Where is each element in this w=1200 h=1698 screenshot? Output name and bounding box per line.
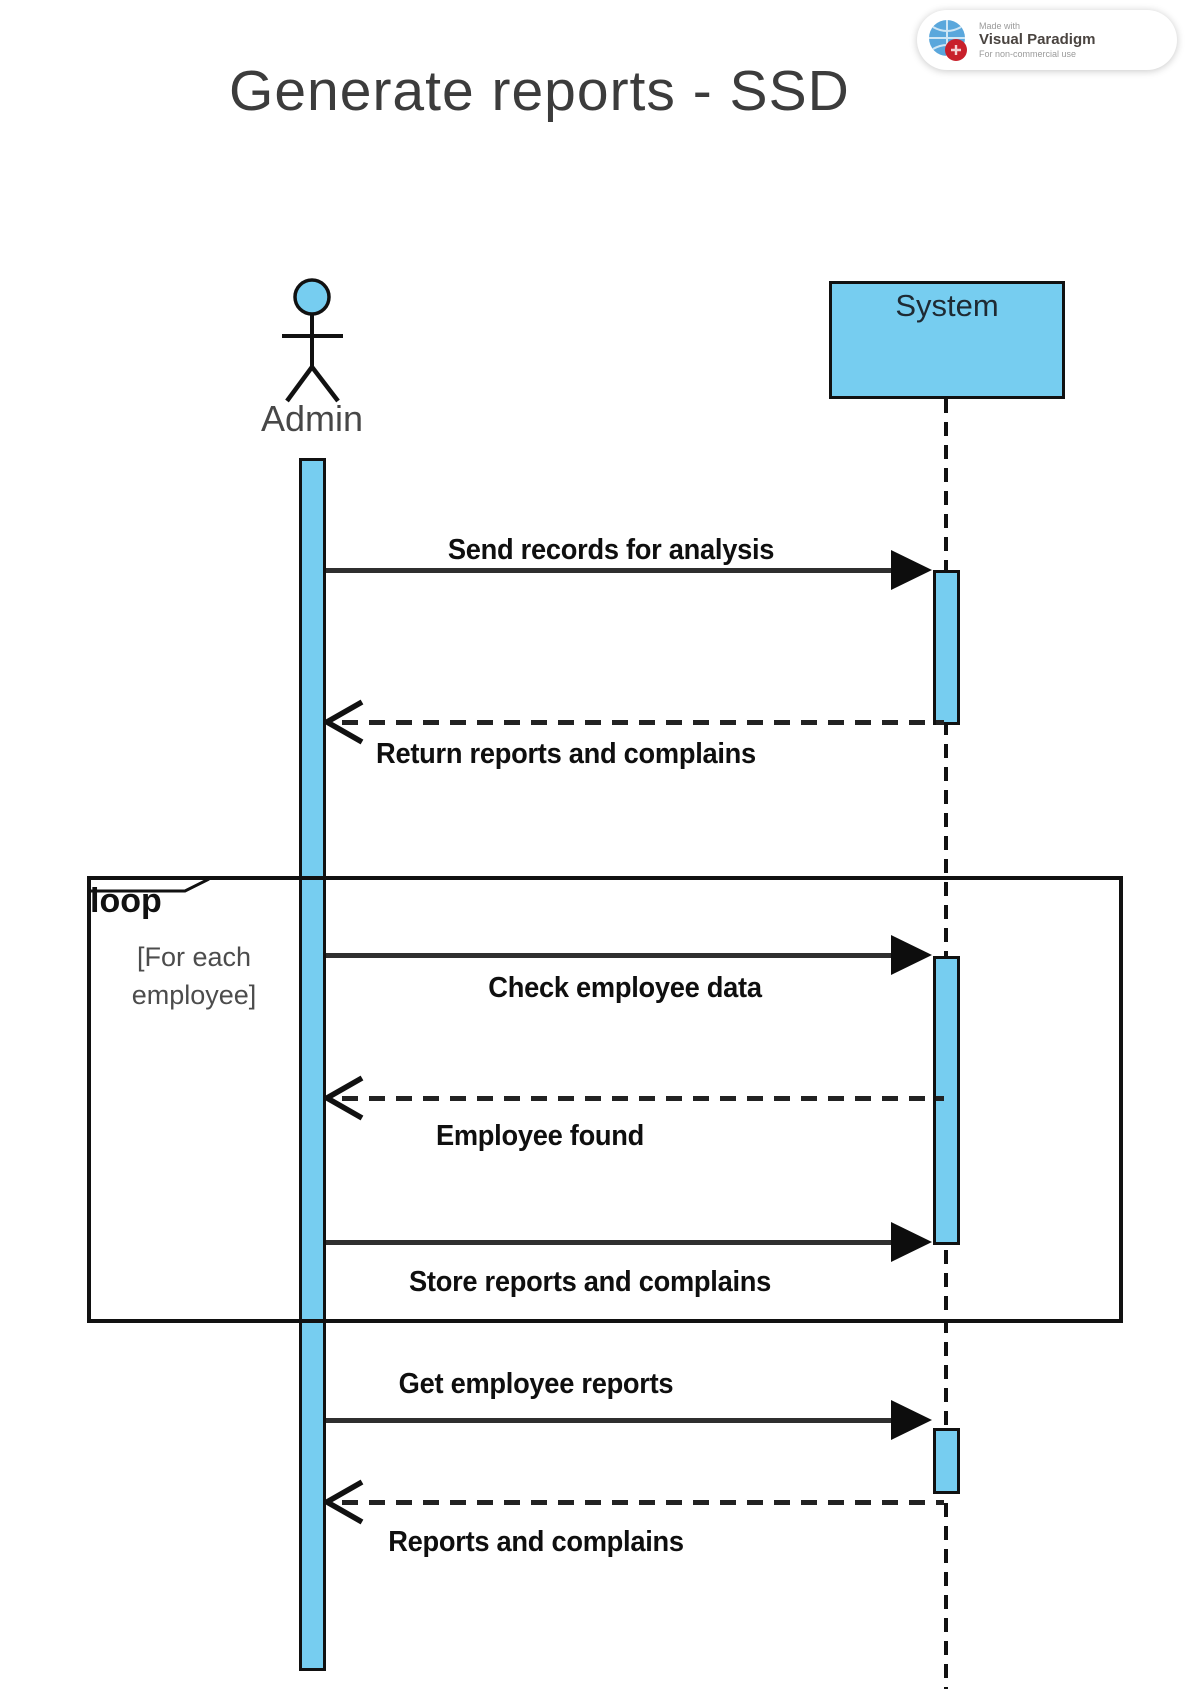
watermark-made-with: Made with	[979, 21, 1021, 32]
message-3-label: Check employee data	[488, 972, 762, 1004]
message-7-label: Reports and complains	[388, 1526, 684, 1558]
message-5-arrowhead-icon	[891, 1222, 932, 1262]
message-1-label: Send records for analysis	[447, 534, 775, 566]
message-6-label: Get employee reports	[398, 1368, 674, 1400]
watermark-text: Made with Visual Paradigm For non-commer…	[979, 21, 1095, 59]
activation-bar-system-3	[933, 1428, 960, 1494]
activation-bar-system-1	[933, 570, 960, 725]
message-4-label: Employee found	[435, 1120, 645, 1152]
message-5-line	[326, 1240, 893, 1245]
message-5-label: Store reports and complains	[408, 1266, 772, 1298]
visual-paradigm-logo-icon	[929, 20, 967, 61]
message-7-arrowhead-icon	[324, 1479, 364, 1525]
activation-bar-admin	[299, 458, 326, 1671]
lifeline-system-box: System	[829, 281, 1065, 399]
watermark-brand: Visual Paradigm	[979, 31, 1096, 49]
lifeline-admin-label: Admin	[260, 398, 364, 439]
loop-fragment-tab	[89, 878, 210, 893]
actor-admin-icon	[282, 278, 343, 403]
message-2-label: Return reports and complains	[376, 738, 756, 770]
message-4-line	[342, 1096, 944, 1101]
message-6-arrowhead-icon	[891, 1400, 932, 1440]
watermark-license: For non-commercial use	[979, 48, 1077, 59]
loop-guard-label: [For each employee]	[108, 938, 280, 1014]
loop-operator-label: loop	[90, 882, 162, 920]
message-4-arrowhead-icon	[324, 1075, 364, 1121]
message-3-line	[326, 953, 893, 958]
lifeline-system-label: System	[895, 288, 999, 323]
loop-guard-line-1: [For each	[136, 942, 252, 972]
message-2-arrowhead-icon	[324, 699, 364, 745]
watermark-badge: Made with Visual Paradigm For non-commer…	[917, 10, 1177, 70]
message-1-line	[326, 568, 893, 573]
message-7-line	[342, 1500, 944, 1505]
loop-fragment-frame	[87, 876, 1123, 1323]
loop-guard-line-2: employee]	[131, 980, 257, 1010]
diagram-title: Generate reports - SSD	[229, 59, 850, 123]
activation-bar-system-2	[933, 956, 960, 1245]
message-1-arrowhead-icon	[891, 550, 932, 590]
message-2-line	[342, 720, 944, 725]
message-3-arrowhead-icon	[891, 935, 932, 975]
message-6-line	[326, 1418, 893, 1423]
